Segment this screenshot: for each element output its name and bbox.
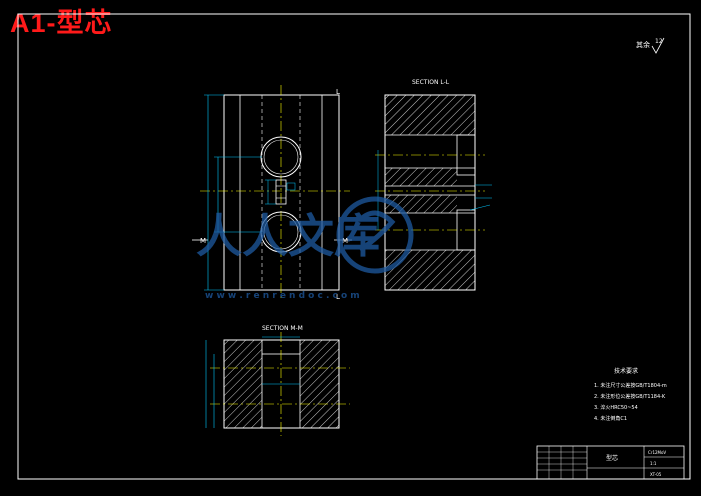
roughness-note: 其余 12 bbox=[636, 37, 665, 54]
tech-item-4: 4. 未注倒角C1 bbox=[594, 415, 627, 422]
title-scale: 1:1 bbox=[650, 461, 657, 466]
tech-item-3: 3. 淬火HRC50~54 bbox=[594, 404, 638, 411]
title-part-name: 型芯 bbox=[606, 454, 618, 462]
watermark-url: w w w . r e n r e n d o c . c o m bbox=[205, 291, 360, 301]
title-drawing-no: XT-05 bbox=[650, 472, 662, 477]
tech-requirements: 技术要求 1. 未注尺寸公差按GB/T1804-m 2. 未注形位公差按GB/T… bbox=[594, 367, 667, 422]
view-label-l-top: L bbox=[336, 88, 340, 96]
watermark-text: 人人文库 bbox=[196, 209, 380, 263]
drawing-border bbox=[17, 13, 691, 480]
main-view: L L M M bbox=[192, 85, 352, 301]
tech-item-1: 1. 未注尺寸公差按GB/T1804-m bbox=[594, 382, 667, 389]
tech-heading: 技术要求 bbox=[614, 367, 638, 375]
title-block: 型芯 Cr12MoV 1:1 XT-05 bbox=[536, 445, 685, 480]
section-l-l: SECTION L-L bbox=[375, 79, 492, 291]
title-material: Cr12MoV bbox=[648, 450, 666, 455]
view-label-l-bottom: L bbox=[336, 293, 340, 301]
view-label-m-left: M bbox=[200, 237, 206, 245]
roughness-text: 其余 bbox=[636, 40, 650, 49]
watermark: 人人文库 w w w . r e n r e n d o c . c o m bbox=[196, 196, 414, 301]
view-label-m-right: M bbox=[342, 237, 348, 245]
tech-item-2: 2. 未注形位公差按GB/T1184-K bbox=[594, 393, 666, 400]
section-ll-label: SECTION L-L bbox=[412, 79, 450, 86]
section-mm-label: SECTION M-M bbox=[262, 325, 303, 332]
section-m-m: SECTION M-M bbox=[205, 325, 350, 436]
roughness-value: 12 bbox=[655, 38, 663, 45]
